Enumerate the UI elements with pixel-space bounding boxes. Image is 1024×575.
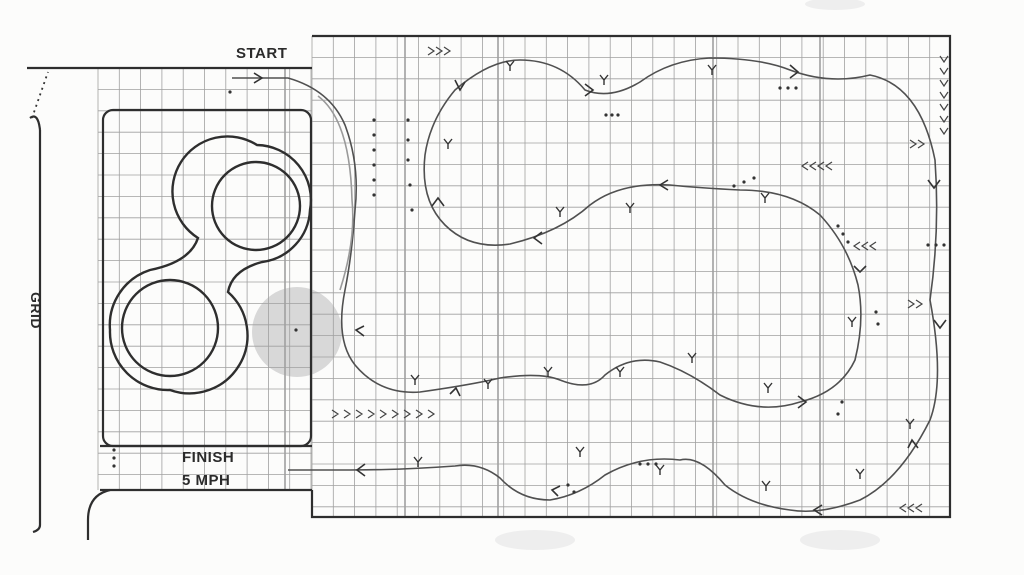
paper-smudge-bottom-right bbox=[800, 530, 880, 550]
y-cone-icon bbox=[555, 206, 565, 217]
direction-arrow bbox=[812, 504, 823, 516]
start-label: START bbox=[236, 45, 288, 62]
upper-ring-inner bbox=[210, 160, 302, 252]
direction-arrow bbox=[933, 319, 947, 330]
y-cone-icon bbox=[655, 464, 665, 475]
grid-corridor-top bbox=[29, 115, 42, 131]
start-path bbox=[232, 57, 939, 513]
y-cone-symbols bbox=[410, 60, 915, 491]
direction-arrow bbox=[927, 179, 941, 190]
direction-arrow bbox=[907, 438, 919, 449]
direction-arrow bbox=[354, 325, 365, 337]
direction-arrows bbox=[253, 64, 947, 516]
y-cone-icon bbox=[615, 366, 625, 377]
direction-arrow bbox=[789, 64, 800, 79]
y-cone-icon bbox=[443, 138, 453, 149]
y-cone-icon bbox=[625, 202, 635, 213]
shaded-spot bbox=[252, 287, 342, 377]
y-cone-icon bbox=[413, 456, 423, 467]
main-area-boundary bbox=[310, 34, 952, 519]
speed-limit-label: 5 MPH bbox=[182, 472, 231, 489]
grid-lines bbox=[97, 35, 950, 517]
y-cone-icon bbox=[760, 192, 770, 203]
course-boundaries bbox=[27, 34, 952, 540]
finish-label: FINISH bbox=[182, 449, 235, 466]
y-cone-icon bbox=[761, 480, 771, 491]
direction-arrow bbox=[584, 83, 595, 97]
cloverleaf-skidpad bbox=[108, 135, 313, 395]
y-cone-icon bbox=[905, 418, 915, 429]
y-cone-icon bbox=[410, 374, 420, 385]
direction-arrow bbox=[532, 231, 543, 245]
y-cone-icon bbox=[763, 382, 773, 393]
y-cone-icon bbox=[687, 352, 697, 363]
grid-label: GRID bbox=[28, 292, 44, 329]
y-cone-icon bbox=[707, 64, 717, 75]
direction-arrow bbox=[431, 196, 445, 207]
direction-arrow bbox=[449, 386, 461, 397]
cone-markers bbox=[112, 46, 949, 513]
direction-arrow bbox=[853, 265, 867, 274]
y-cone-icon bbox=[855, 468, 865, 479]
driving-line bbox=[232, 57, 939, 513]
paper-smudge-bottom-left bbox=[495, 530, 575, 550]
grid-corridor-bottom-curve bbox=[86, 488, 111, 540]
dotted-entry-line bbox=[31, 71, 49, 119]
direction-arrow bbox=[253, 72, 264, 84]
y-cone-icon bbox=[575, 446, 585, 457]
y-cone-icon bbox=[505, 60, 515, 71]
lower-ring-inner bbox=[120, 278, 220, 378]
secondary-line bbox=[317, 95, 354, 291]
y-cone-icon bbox=[599, 74, 609, 85]
direction-arrow bbox=[797, 395, 808, 409]
paper-smudge-top-right bbox=[805, 0, 865, 10]
direction-arrow bbox=[355, 463, 366, 477]
direction-arrow bbox=[454, 79, 466, 92]
cone-row-chevrons-top bbox=[331, 46, 949, 513]
y-cone-icon bbox=[847, 316, 857, 327]
y-cone-icon bbox=[483, 378, 493, 389]
y-cone-icon bbox=[543, 366, 553, 377]
cloverleaf-outer bbox=[108, 135, 313, 395]
direction-arrow bbox=[658, 179, 669, 191]
direction-arrow bbox=[550, 485, 561, 497]
grid-corridor-left-wall bbox=[32, 130, 42, 534]
